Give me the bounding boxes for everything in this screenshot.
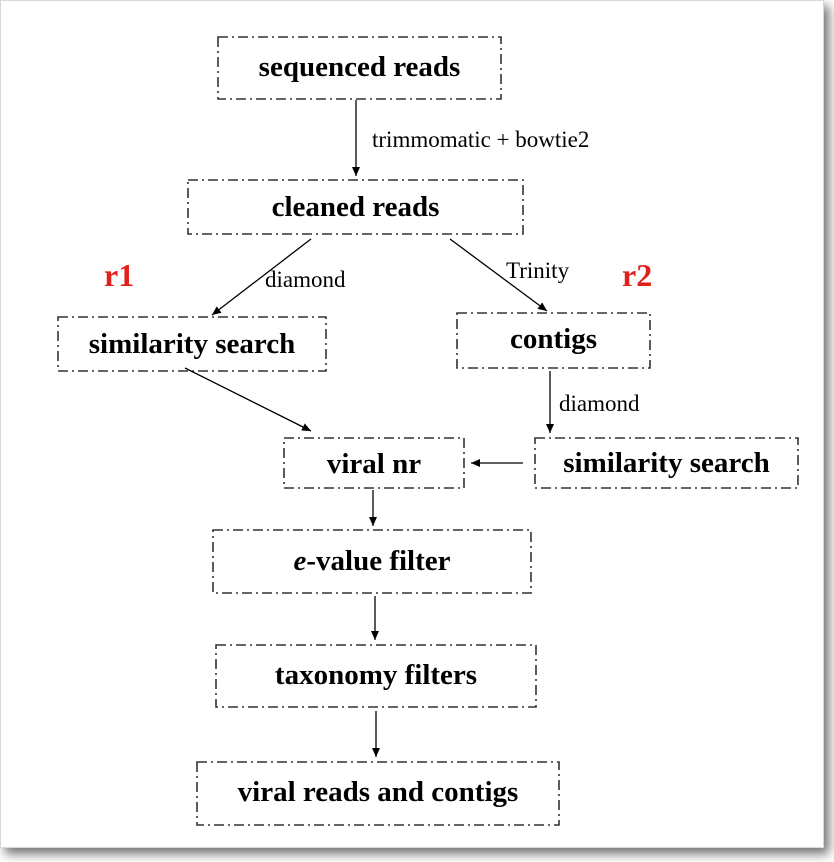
node-similarity-search-r1: similarity search xyxy=(88,328,296,360)
branch-label-r2: r2 xyxy=(622,257,653,293)
edge-label-diamond-r2: diamond xyxy=(559,391,640,416)
node-sequenced-reads: sequenced reads xyxy=(258,51,461,83)
box-sequenced-reads xyxy=(217,36,502,100)
arrow-cleaned-to-contigs xyxy=(449,238,548,312)
evalue-italic-e: e xyxy=(293,545,307,577)
evalue-suffix: -value filter xyxy=(306,545,451,577)
box-taxonomy-filters xyxy=(215,644,537,708)
arrow-cleaned-to-similarity-r1 xyxy=(211,238,312,316)
node-cleaned-reads: cleaned reads xyxy=(271,191,440,223)
box-similarity-search-r2 xyxy=(534,437,799,489)
node-viral-reads-and-contigs: viral reads and contigs xyxy=(237,776,519,808)
edge-label-diamond-r1: diamond xyxy=(265,267,346,292)
box-cleaned-reads xyxy=(187,179,524,235)
box-evalue-filter xyxy=(212,529,532,594)
edge-label-trimmomatic-bowtie2: trimmomatic + bowtie2 xyxy=(372,127,590,152)
node-taxonomy-filters: taxonomy filters xyxy=(274,659,478,691)
box-viral-nr xyxy=(283,437,465,489)
box-viral-reads-and-contigs xyxy=(196,761,560,826)
node-contigs: contigs xyxy=(510,323,597,355)
branch-label-r1: r1 xyxy=(104,257,135,293)
node-viral-nr: viral nr xyxy=(326,448,422,480)
arrow-similarity-r1-to-viral-nr xyxy=(184,367,312,432)
node-similarity-search-r2: similarity search xyxy=(563,447,770,479)
edge-label-trinity: Trinity xyxy=(506,258,570,283)
box-contigs xyxy=(456,312,651,369)
node-evalue-filter: e-value filter xyxy=(213,547,531,576)
